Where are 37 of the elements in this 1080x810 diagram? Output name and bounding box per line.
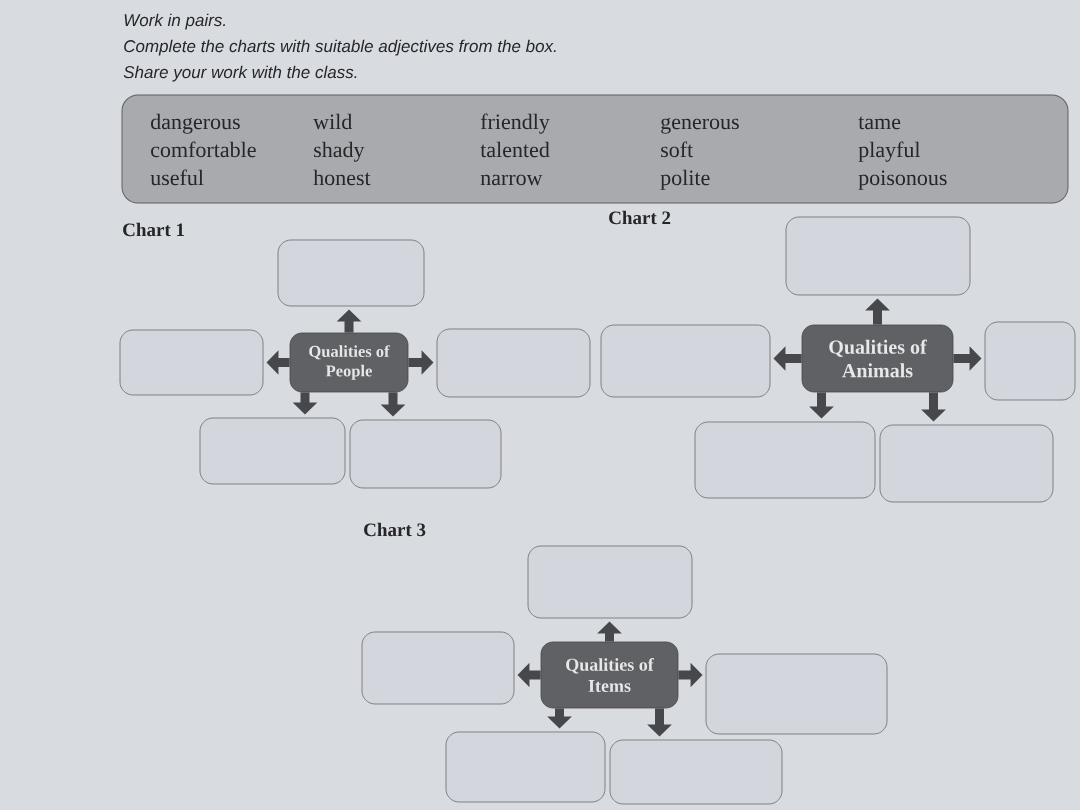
answer-box xyxy=(609,739,783,805)
word: wild xyxy=(313,113,353,130)
answer-box xyxy=(705,653,888,735)
topic-box: Qualities of People xyxy=(289,332,409,393)
answer-box xyxy=(694,421,876,499)
answer-box xyxy=(879,424,1054,503)
answer-box xyxy=(349,419,502,489)
answer-box xyxy=(361,631,515,705)
word: shady xyxy=(314,141,365,162)
chart-heading: Chart 1 xyxy=(123,222,184,237)
answer-box xyxy=(199,417,346,485)
word: honest xyxy=(313,169,371,186)
answer-box xyxy=(436,328,591,398)
answer-box xyxy=(785,216,971,296)
word: poisonous xyxy=(858,170,947,190)
answer-box xyxy=(277,239,425,307)
answer-box xyxy=(984,321,1076,401)
word: talented xyxy=(480,141,550,158)
answer-box xyxy=(600,324,771,398)
word: soft xyxy=(661,141,694,158)
topic-box: Qualities of Animals xyxy=(801,324,954,393)
word: friendly xyxy=(480,113,550,134)
word: comfortable xyxy=(151,141,256,158)
answer-box xyxy=(119,329,264,396)
word: dangerous xyxy=(151,113,240,134)
word: narrow xyxy=(480,174,543,186)
word: generous xyxy=(661,117,739,134)
answer-box xyxy=(527,545,693,619)
word: tame xyxy=(858,116,901,130)
instruction-text: Complete the charts with suitable adjectives from the box. xyxy=(124,39,556,56)
word: playful xyxy=(858,141,921,162)
word: polite xyxy=(660,169,710,190)
answer-box xyxy=(445,731,606,803)
topic-box: Qualities of Items xyxy=(540,641,679,709)
instruction-text: Work in pairs. xyxy=(124,13,225,30)
word: useful xyxy=(150,169,204,186)
chart-heading: Chart 3 xyxy=(364,522,426,537)
